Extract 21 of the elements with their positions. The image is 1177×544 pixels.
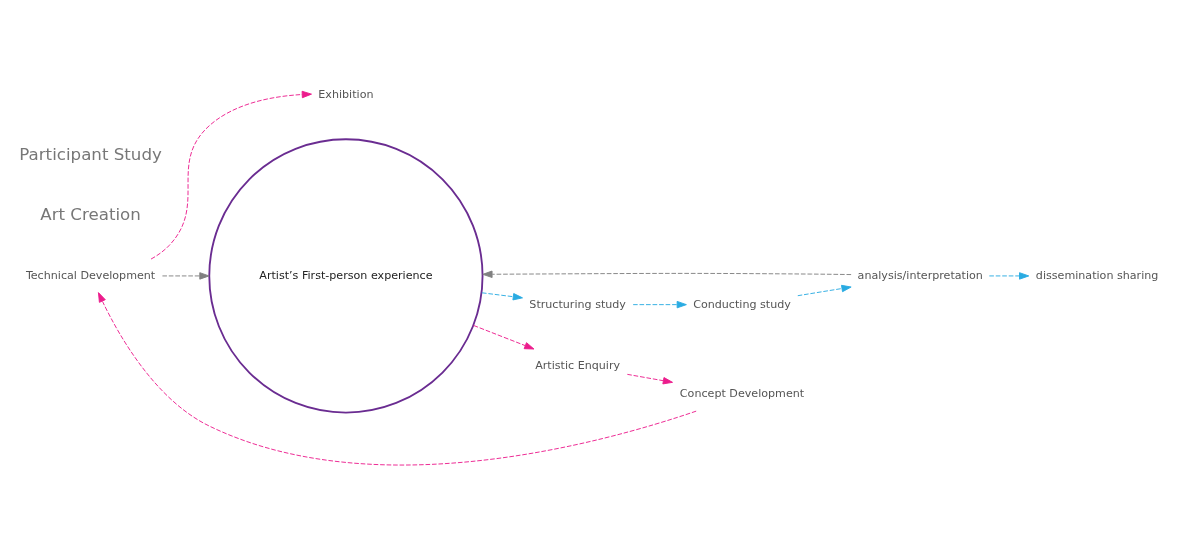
node-circle: Artist’s First-person experience [208,138,484,414]
arrow [797,284,852,297]
node-text: analysis/interpretation [857,268,983,282]
arrow [150,90,312,260]
node-text: Artistic Enquiry [535,358,621,372]
arrow [988,272,1030,280]
node-text: Exhibition [318,88,374,102]
arrow [481,292,523,301]
arrow [626,373,673,385]
arrow [482,270,852,278]
label: Art Creation [40,204,141,224]
node-text: Technical Development [25,268,156,282]
node-text: dissemination sharing [1035,268,1159,282]
arrow [97,292,697,466]
node-text: Conducting study [693,297,791,311]
arrow [632,300,687,309]
node-text: Structuring study [529,297,626,311]
node-text: Concept Development [679,387,805,401]
label: Participant Study [19,144,162,164]
arrow [473,324,535,350]
arrow [161,272,210,280]
